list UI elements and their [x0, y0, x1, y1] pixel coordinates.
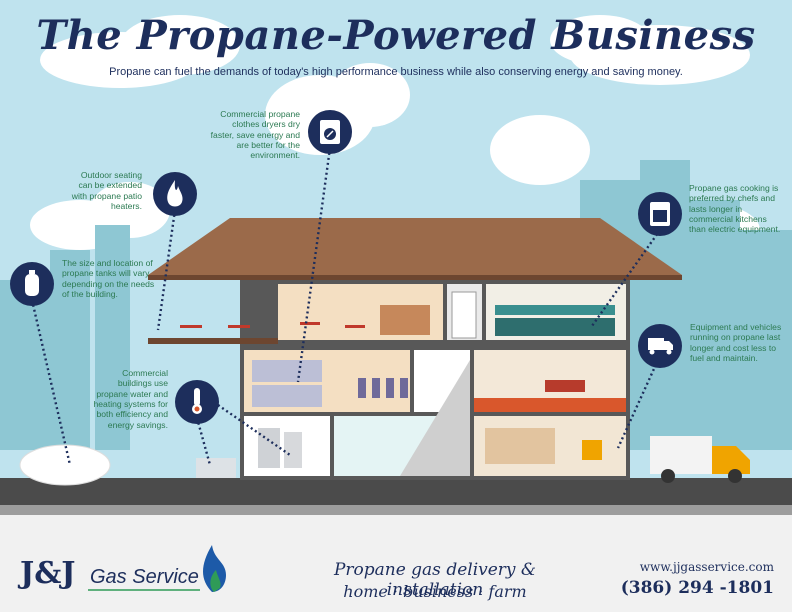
house-roof — [148, 218, 682, 275]
gas-flame-logo-icon — [203, 545, 226, 592]
callout-heating: Commercial buildings use propane water a… — [93, 368, 168, 430]
footer-band — [0, 512, 792, 612]
brand-name: Gas Service — [90, 566, 199, 588]
generator — [196, 458, 236, 478]
callout-dryers: Commercial propane clothes dryers dry fa… — [210, 109, 300, 161]
tagline-markets: home · business · farm — [343, 582, 527, 601]
callout-cooking: Propane gas cooking is preferred by chef… — [689, 183, 781, 235]
page-title: The Propane-Powered Business — [36, 12, 756, 59]
forklift — [582, 440, 602, 460]
website-link[interactable]: www.jjgasservice.com — [639, 560, 774, 574]
delivery-truck — [650, 436, 750, 483]
callout-tanks: The size and location of propane tanks w… — [62, 258, 155, 299]
tagline-services: Propane gas delivery & installation — [333, 560, 537, 600]
propane-tank-icon — [10, 262, 54, 306]
staircase — [400, 360, 470, 476]
stove-icon — [638, 192, 682, 236]
page-subtitle: Propane can fuel the demands of today's … — [109, 66, 683, 78]
thermometer-icon — [175, 380, 219, 424]
truck-icon — [638, 324, 682, 368]
propane-tank — [19, 444, 111, 486]
patio-deck — [148, 338, 278, 344]
phone-number[interactable]: (386) 294 -1801 — [620, 578, 774, 598]
callout-vehicles: Equipment and vehicles running on propan… — [690, 322, 782, 363]
leader-lines — [30, 147, 661, 466]
washing-machine-icon — [308, 110, 352, 154]
callout-patio: Outdoor seating can be extended with pro… — [71, 170, 142, 211]
brand-initials: J&J — [20, 556, 76, 591]
flame-icon — [153, 172, 197, 216]
door — [451, 291, 477, 339]
